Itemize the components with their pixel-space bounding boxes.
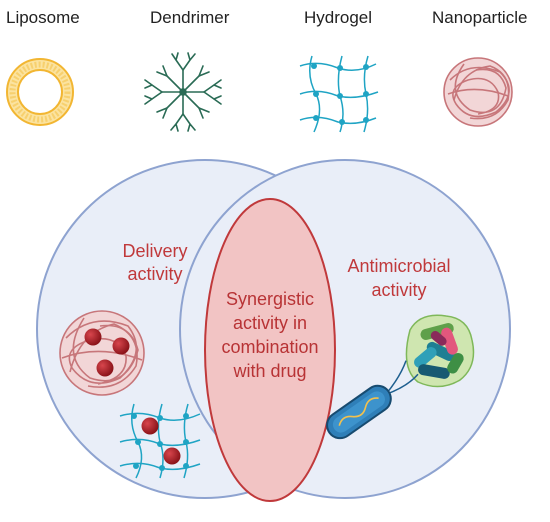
center-line4: with drug: [232, 361, 306, 381]
left-title-line2: activity: [127, 264, 182, 284]
label-nanoparticle: Nanoparticle: [432, 8, 528, 27]
left-title-line1: Delivery: [122, 241, 187, 261]
label-liposome: Liposome: [6, 8, 80, 27]
right-title-line2: activity: [371, 280, 426, 300]
label-dendrimer: Dendrimer: [150, 8, 230, 27]
center-line3: combination: [221, 337, 318, 357]
right-title-line1: Antimicrobial: [347, 256, 450, 276]
center-line1: Synergistic: [226, 289, 314, 309]
biofilm-bacteria-icon: [405, 314, 475, 388]
hydrogel-icon: [299, 55, 379, 133]
center-line2: activity in: [233, 313, 307, 333]
drug-loaded-nanoparticle-icon: [59, 310, 145, 396]
label-hydrogel: Hydrogel: [304, 8, 373, 27]
drug-loaded-hydrogel-icon: [119, 403, 201, 479]
bacterium-icon: [326, 360, 419, 440]
nanoparticle-icon: [443, 57, 513, 127]
liposome-icon: [6, 58, 74, 126]
overlap-ellipse: [204, 198, 336, 502]
dendrimer-icon: [144, 52, 222, 132]
